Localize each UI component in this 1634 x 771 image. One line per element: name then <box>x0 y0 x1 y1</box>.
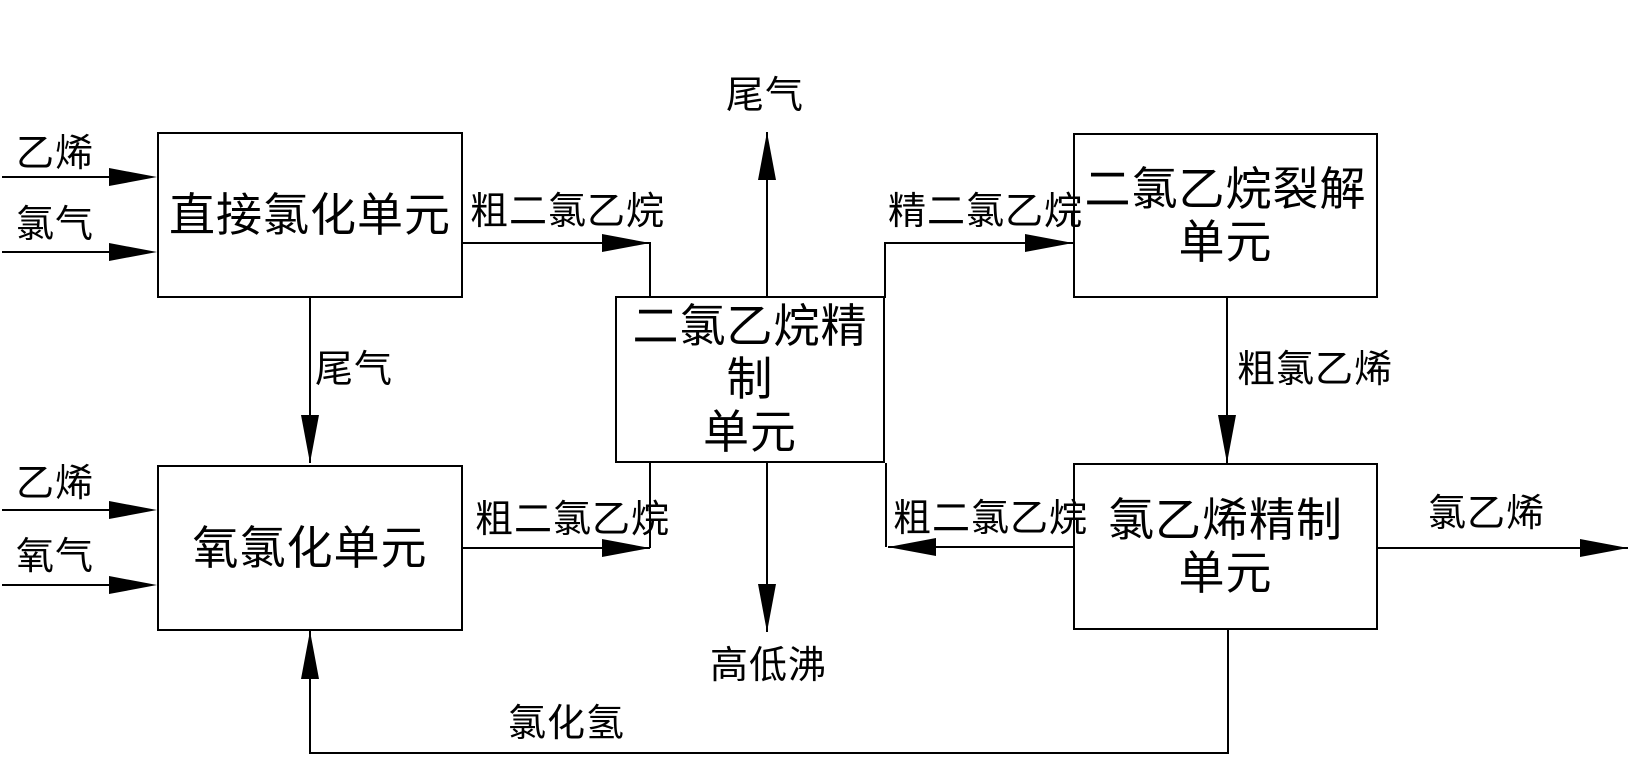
arrow-down-icon <box>301 415 319 463</box>
process-box-direct-chlorination: 直接氯化单元 <box>157 132 463 298</box>
stream-label-crude-edc-top: 粗二氯乙烷 <box>470 189 666 233</box>
flow-line <box>766 463 768 632</box>
stream-label-tail-gas-top: 尾气 <box>726 73 805 117</box>
flow-line <box>2 251 117 253</box>
stream-label-high-low-boilers: 高低沸 <box>710 643 828 687</box>
stream-label-crude-edc-return: 粗二氯乙烷 <box>893 496 1089 540</box>
stream-label-crude-edc-bottom: 粗二氯乙烷 <box>475 497 671 541</box>
arrow-up-icon <box>301 631 319 679</box>
arrow-right-icon <box>1580 539 1628 557</box>
arrow-right-icon <box>602 234 650 252</box>
process-box-vcm-refining: 氯乙烯精制 单元 <box>1073 463 1378 630</box>
arrow-right-icon <box>109 576 157 594</box>
arrow-left-icon <box>888 538 936 556</box>
stream-label-hydrogen-chloride: 氯化氢 <box>508 701 626 745</box>
arrow-right-icon <box>109 243 157 261</box>
box-label: 二氯乙烷裂解 <box>1084 161 1367 216</box>
flow-line <box>309 631 311 753</box>
box-label: 直接氯化单元 <box>169 187 451 242</box>
box-label: 二氯乙烷精制 <box>632 299 868 407</box>
flow-line <box>884 242 1073 244</box>
stream-label-ethylene-top: 乙烯 <box>16 131 95 175</box>
flow-line <box>649 463 651 548</box>
stream-label-ethylene-bottom: 乙烯 <box>16 461 95 505</box>
process-box-edc-cracking: 二氯乙烷裂解 单元 <box>1073 133 1378 298</box>
arrow-down-icon <box>758 584 776 632</box>
arrow-up-icon <box>758 132 776 180</box>
box-label-line2: 单元 <box>703 404 797 459</box>
stream-label-vcm-product: 氯乙烯 <box>1428 491 1546 535</box>
process-box-edc-refining: 二氯乙烷精制 单元 <box>615 296 885 463</box>
flow-line <box>2 176 117 178</box>
arrow-right-icon <box>1025 234 1073 252</box>
stream-label-chlorine: 氯气 <box>16 202 95 246</box>
arrow-right-icon <box>602 539 650 557</box>
stream-label-crude-vcm: 粗氯乙烯 <box>1237 347 1394 391</box>
flow-line <box>463 242 650 244</box>
box-label: 氧氯化单元 <box>192 520 428 575</box>
stream-label-oxygen: 氧气 <box>16 534 95 578</box>
stream-label-refined-edc: 精二氯乙烷 <box>888 189 1084 233</box>
flow-line <box>2 509 117 511</box>
box-label: 氯乙烯精制 <box>1108 492 1343 547</box>
box-label-line2: 单元 <box>1178 545 1273 600</box>
flow-line <box>309 298 311 463</box>
stream-label-tail-gas-mid: 尾气 <box>315 347 394 391</box>
flow-line <box>1227 630 1229 754</box>
box-label-line2: 单元 <box>1178 214 1273 269</box>
flow-line <box>1378 547 1628 549</box>
flow-line <box>885 463 887 547</box>
flow-line <box>1226 298 1228 463</box>
flow-line <box>2 584 117 586</box>
flow-line <box>463 547 650 549</box>
arrow-down-icon <box>1218 415 1236 463</box>
arrow-right-icon <box>109 168 157 186</box>
flow-line <box>309 752 1229 754</box>
process-box-oxychlorination: 氧氯化单元 <box>157 465 463 631</box>
arrow-right-icon <box>109 501 157 519</box>
flow-line <box>766 132 768 298</box>
flow-line <box>888 546 1073 548</box>
flow-line <box>884 242 886 298</box>
flow-line <box>649 242 651 298</box>
